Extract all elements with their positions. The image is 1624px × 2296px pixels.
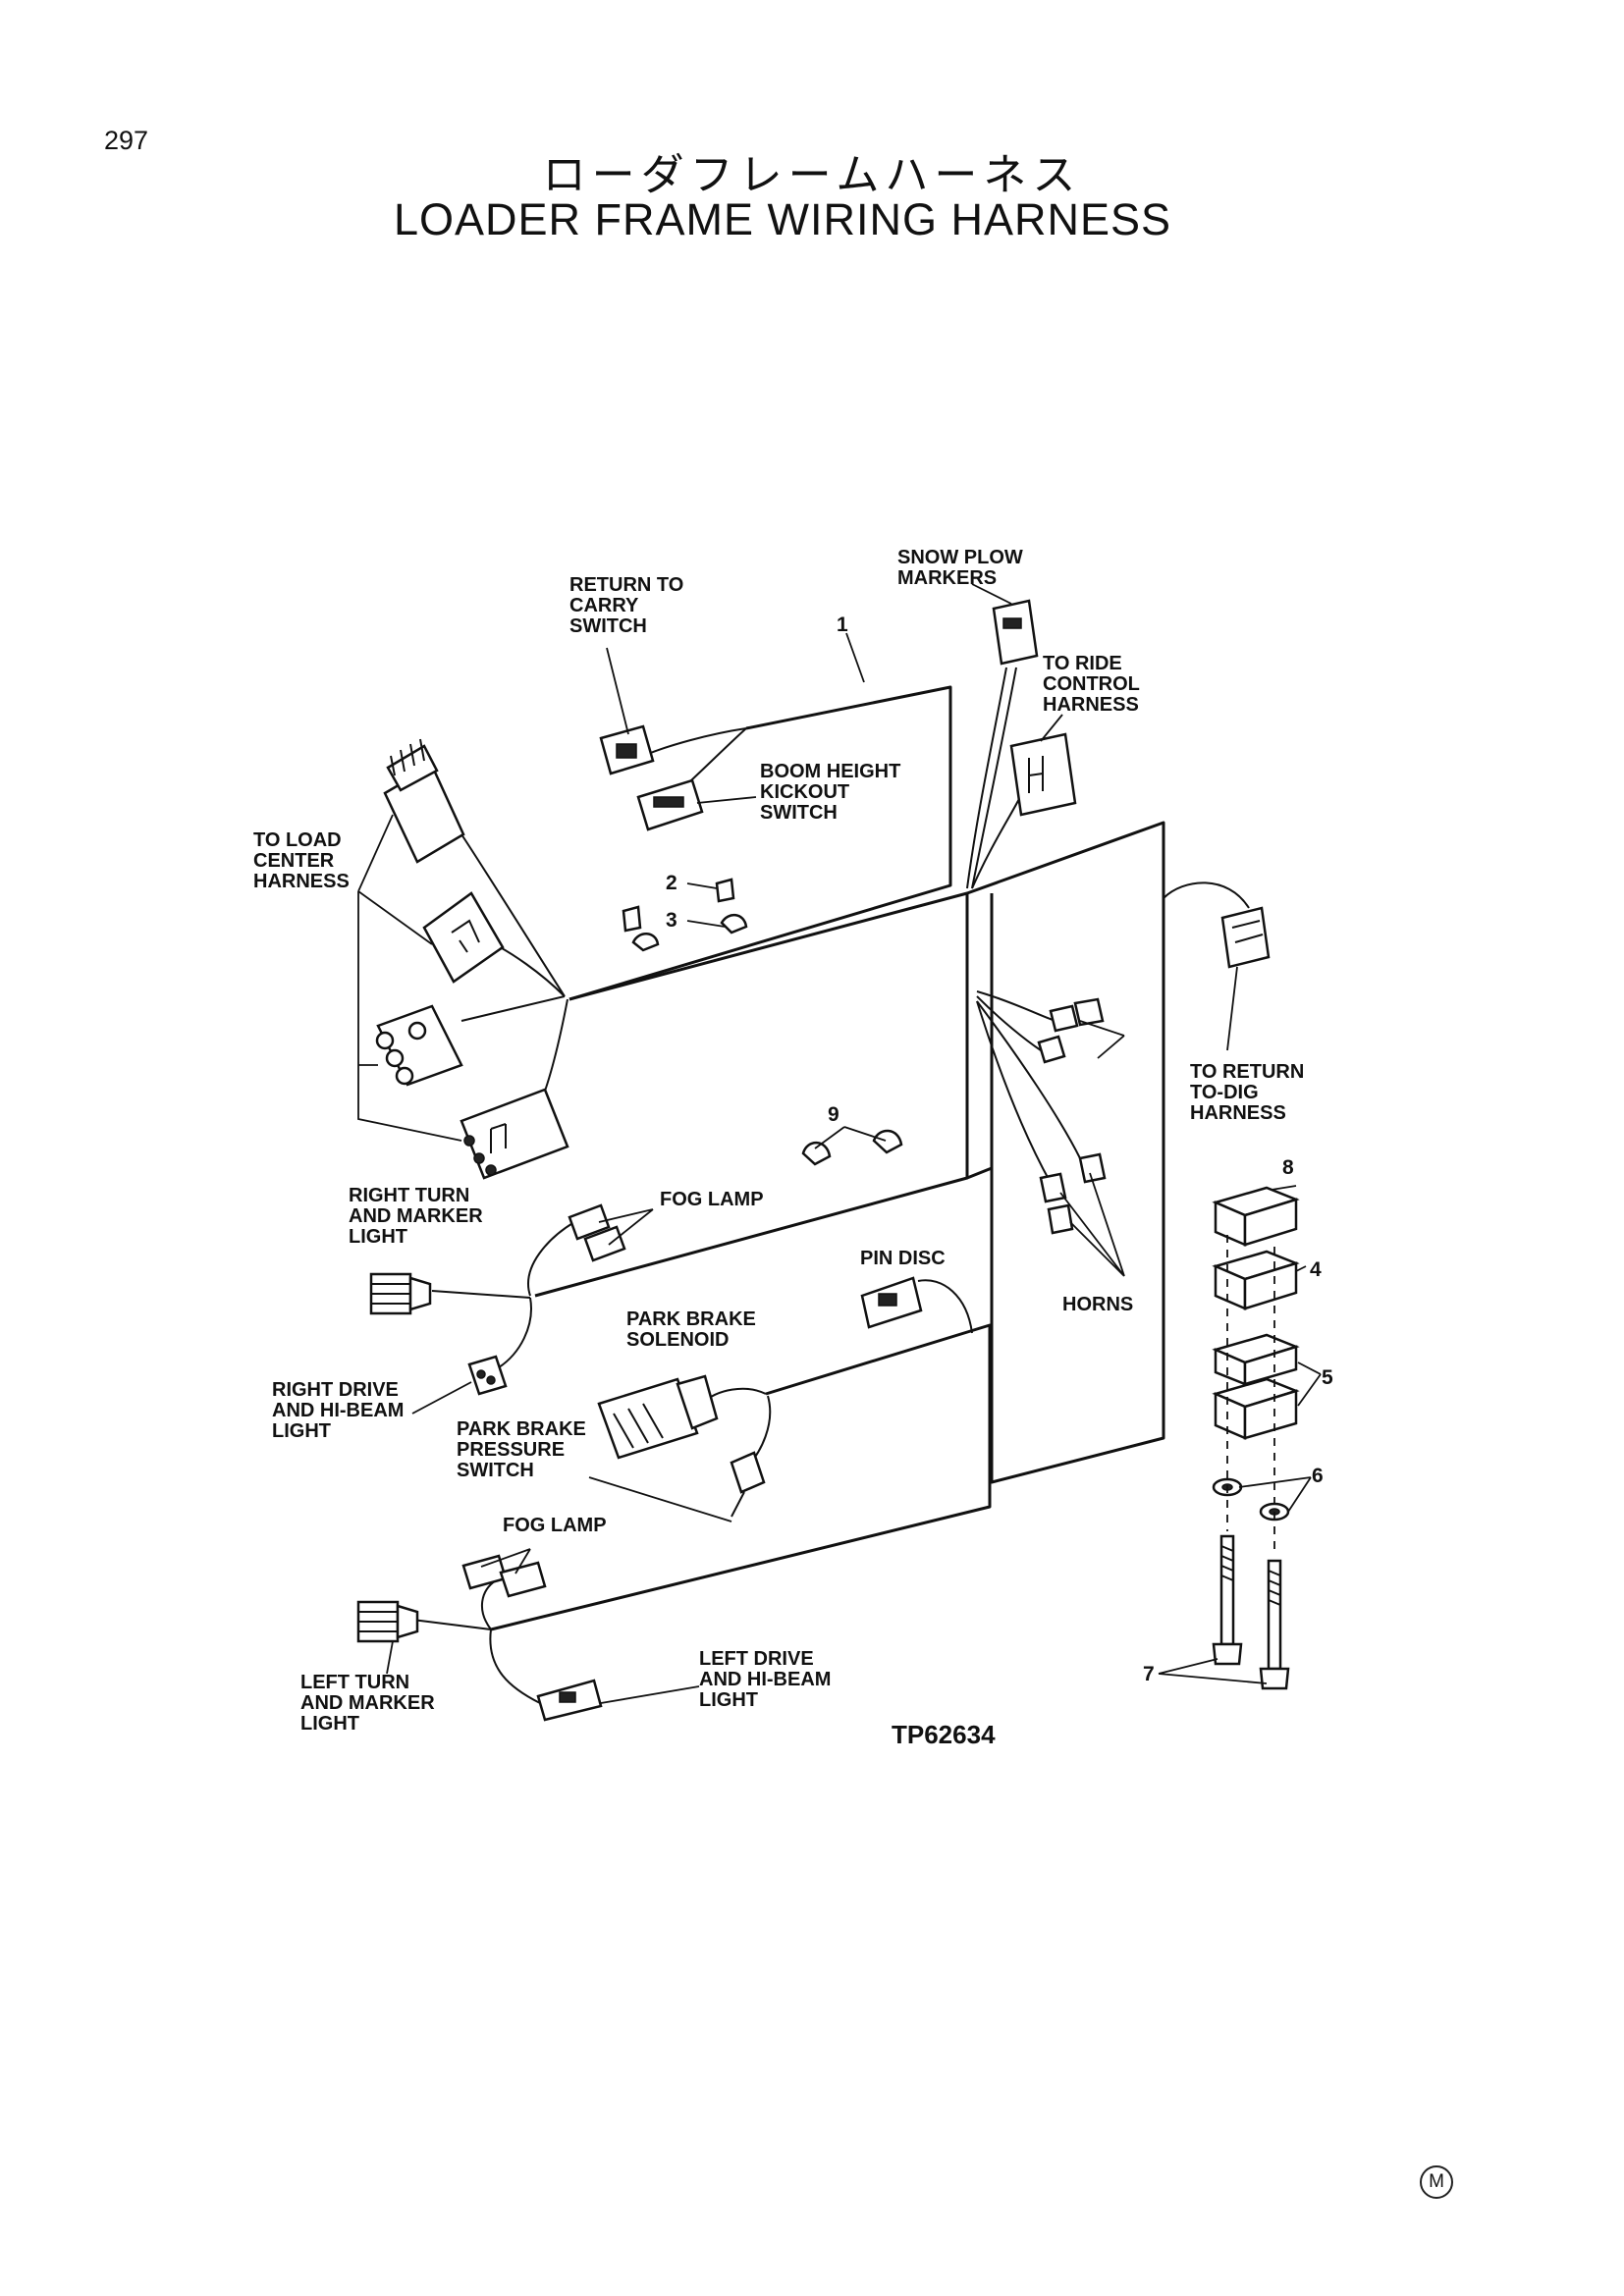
park-brake-solenoid-connector	[597, 1374, 719, 1460]
wire-to-ride-control	[971, 794, 1022, 889]
page-number: 297	[104, 126, 149, 155]
label-fog-lamp-lower: FOG LAMP	[503, 1515, 607, 1536]
label-snow-plow-markers: SNOW PLOW MARKERS	[897, 547, 1028, 589]
title-english: LOADER FRAME WIRING HARNESS	[393, 194, 1172, 244]
callout-8: 8	[1282, 1156, 1294, 1179]
label-park-brake-pressure-switch: PARK BRAKE PRESSURE SWITCH	[457, 1418, 591, 1481]
wire-right-fog	[527, 1221, 575, 1297]
pin-disc-connector	[860, 1276, 923, 1329]
snow-plow-connector	[992, 599, 1039, 666]
wire-horn-1	[976, 990, 1056, 1022]
wire-left-drive	[489, 1629, 541, 1704]
label-return-to-carry-switch: RETURN TO CARRY SWITCH	[569, 574, 689, 637]
label-left-drive-and-hi-beam-light: LEFT DRIVE AND HI-BEAM LIGHT	[699, 1648, 837, 1711]
left-fog-lamp-connectors	[461, 1554, 547, 1598]
wire-load-center-3	[460, 995, 566, 1022]
return-to-dig-connector	[1220, 906, 1271, 969]
label-left-turn-and-marker-light: LEFT TURN AND MARKER LIGHT	[300, 1672, 440, 1735]
return-to-carry-switch-connector	[599, 724, 655, 775]
callout-3: 3	[666, 909, 677, 932]
load-center-connector-d	[460, 1088, 569, 1180]
label-to-load-center-harness: TO LOAD CENTER HARNESS	[253, 829, 350, 892]
label-park-brake-solenoid: PARK BRAKE SOLENOID	[626, 1308, 761, 1351]
wire-horn-4	[976, 1000, 1081, 1159]
bracket-item-4	[1212, 1250, 1300, 1310]
label-pin-disc: PIN DISC	[860, 1248, 946, 1269]
diagram-labels: RETURN TO CARRY SWITCH SNOW PLOW MARKERS…	[253, 547, 1333, 1735]
leader-lines	[357, 583, 1322, 1704]
right-turn-light-connector	[369, 1272, 432, 1315]
wire-to-snow-plow	[966, 667, 1007, 889]
callout-4: 4	[1310, 1258, 1322, 1281]
left-turn-light-connector	[356, 1600, 419, 1643]
load-center-connector-c	[375, 1004, 463, 1087]
left-drive-light-connector	[536, 1679, 603, 1722]
harness-upper-loop	[568, 685, 952, 1001]
wire-to-carry-switch	[647, 727, 747, 755]
horn-connectors	[1037, 997, 1107, 1235]
harness-middle-loop	[534, 891, 969, 1298]
wire-left-turn	[411, 1619, 492, 1630]
clip-item-9	[801, 1129, 903, 1166]
label-right-drive-and-hi-beam-light: RIGHT DRIVE AND HI-BEAM LIGHT	[272, 1379, 409, 1442]
harness-lower-loop	[490, 1323, 992, 1631]
harness-inner-link	[966, 1166, 993, 1180]
harness-trunk	[411, 667, 1250, 1704]
label-horns: HORNS	[1062, 1294, 1133, 1315]
label-boom-height-kickout-switch: BOOM HEIGHT KICKOUT SWITCH	[760, 761, 906, 824]
right-fog-lamp-connectors	[568, 1203, 626, 1262]
connectors	[356, 599, 1300, 1722]
title-japanese: ローダフレームハーネス	[542, 150, 1082, 200]
wire-right-turn	[431, 1290, 531, 1299]
ride-control-connector	[1009, 732, 1077, 817]
clamp-item-5	[1212, 1333, 1300, 1440]
wire-to-return-dig	[1163, 881, 1250, 909]
right-drive-light-connector	[467, 1355, 508, 1396]
wire-pin-disc	[917, 1279, 973, 1334]
harness-right-frame	[966, 821, 1165, 1484]
label-to-ride-control-harness: TO RIDE CONTROL HARNESS	[1043, 653, 1145, 716]
wire-right-drive	[495, 1297, 532, 1370]
wire-load-center-1	[460, 833, 566, 997]
trademark-mark: M	[1420, 2165, 1453, 2199]
bolt-clip-items-2-3	[622, 878, 748, 952]
wire-load-center-2	[490, 941, 566, 997]
callout-6: 6	[1312, 1465, 1324, 1487]
load-center-connector-a	[383, 738, 465, 864]
callout-7: 7	[1143, 1663, 1155, 1685]
load-center-connector-b	[422, 891, 505, 984]
wire-horn-3	[976, 1000, 1052, 1184]
park-brake-pressure-switch	[730, 1451, 766, 1518]
callout-1: 1	[837, 614, 848, 636]
wire-load-center-4	[539, 998, 568, 1105]
wire-horn-2	[976, 995, 1042, 1051]
bolt-item-7	[1212, 1235, 1290, 1690]
callout-2: 2	[666, 872, 677, 894]
label-to-return-to-dig-harness: TO RETURN TO-DIG HARNESS	[1190, 1061, 1310, 1124]
wire-left-fog	[481, 1579, 497, 1630]
wire-to-snow-plow-2	[971, 667, 1017, 889]
callout-5: 5	[1322, 1366, 1333, 1389]
callout-9: 9	[828, 1103, 839, 1126]
figure-id: TP62634	[892, 1720, 996, 1749]
label-right-turn-and-marker-light: RIGHT TURN AND MARKER LIGHT	[349, 1185, 488, 1248]
bracket-item-8	[1212, 1186, 1300, 1247]
boom-height-switch-connector	[636, 778, 704, 831]
label-fog-lamp-upper: FOG LAMP	[660, 1189, 764, 1210]
